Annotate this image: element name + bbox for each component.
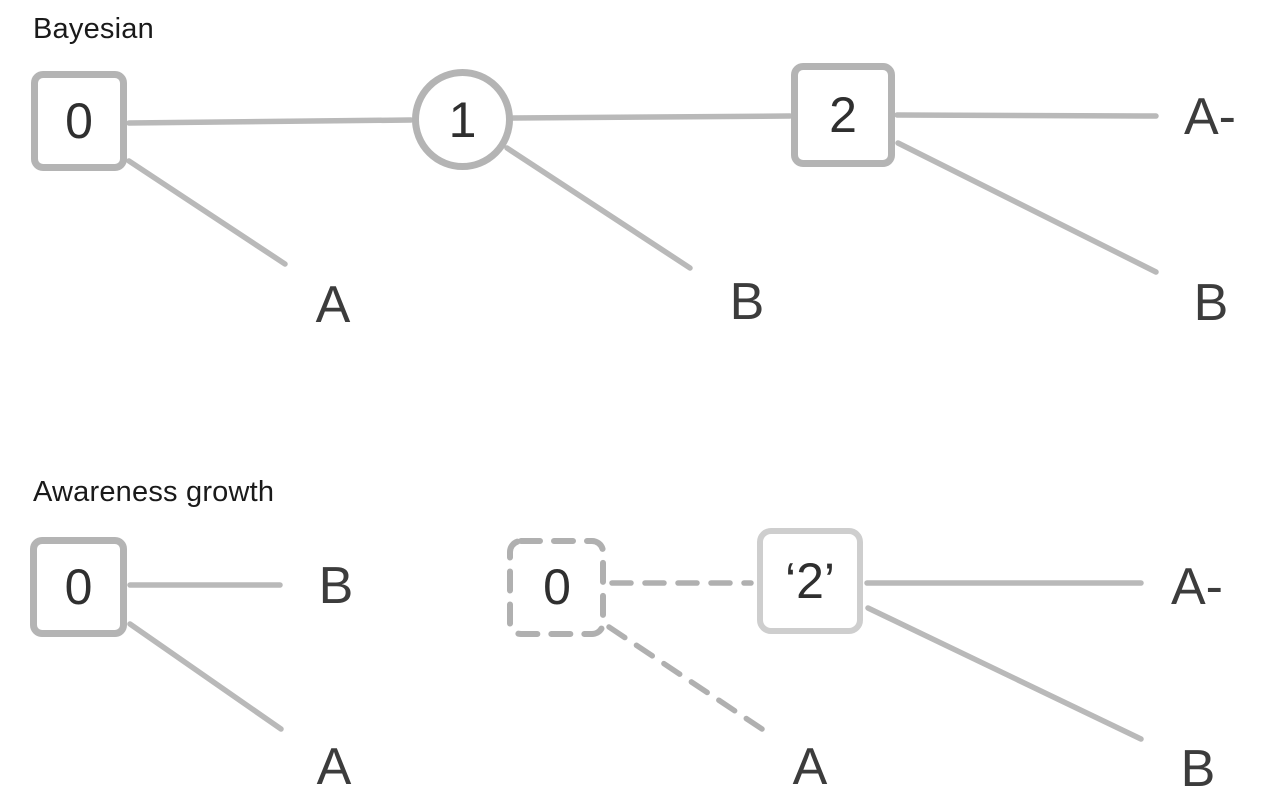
awareness-label-b: B	[318, 557, 354, 615]
bayesian-node-1-label: 1	[448, 91, 477, 148]
bayesian-node-2-label: 2	[829, 87, 857, 143]
awareness-node-2: ‘2’	[757, 528, 863, 634]
awareness-node-2-label: ‘2’	[784, 553, 836, 609]
awareness-title: Awareness growth	[33, 476, 275, 508]
bayesian-label-a: A	[315, 276, 351, 334]
bayesian-edge-0-1	[126, 117, 414, 126]
bayesian-node-2: 2	[791, 63, 895, 167]
bayesian-label-a-minus: A-	[1184, 88, 1236, 146]
awareness-ghost-node-label-wrap: 0	[517, 539, 597, 635]
awareness-label-a-minus: A-	[1171, 558, 1223, 616]
awareness-edge-ghost-a	[606, 624, 765, 732]
bayesian-edge-2-aminus	[894, 112, 1159, 119]
awareness-label-b-right: B	[1180, 740, 1216, 798]
awareness-label-a-left: A	[316, 738, 352, 796]
bayesian-edge-2-b	[895, 140, 1159, 275]
bayesian-node-0-label: 0	[65, 93, 93, 149]
awareness-node-0-label: 0	[64, 559, 93, 615]
bayesian-label-b-right: B	[1193, 274, 1229, 332]
bayesian-title: Bayesian	[33, 13, 154, 45]
bayesian-label-b-mid: B	[729, 273, 765, 331]
awareness-ghost-node-box	[507, 538, 606, 637]
awareness-ghost-node-label: 0	[543, 559, 571, 615]
bayesian-edge-0-a	[126, 158, 288, 267]
awareness-edge-0-a	[127, 621, 284, 732]
bayesian-edge-1-2	[510, 113, 793, 121]
bayesian-node-0: 0	[31, 71, 127, 171]
bayesian-edge-1-b	[504, 145, 693, 271]
awareness-edge-2-b	[865, 605, 1144, 742]
bayesian-node-1: 1	[412, 69, 513, 170]
awareness-node-0: 0	[30, 537, 127, 637]
awareness-label-a-mid: A	[792, 738, 828, 796]
